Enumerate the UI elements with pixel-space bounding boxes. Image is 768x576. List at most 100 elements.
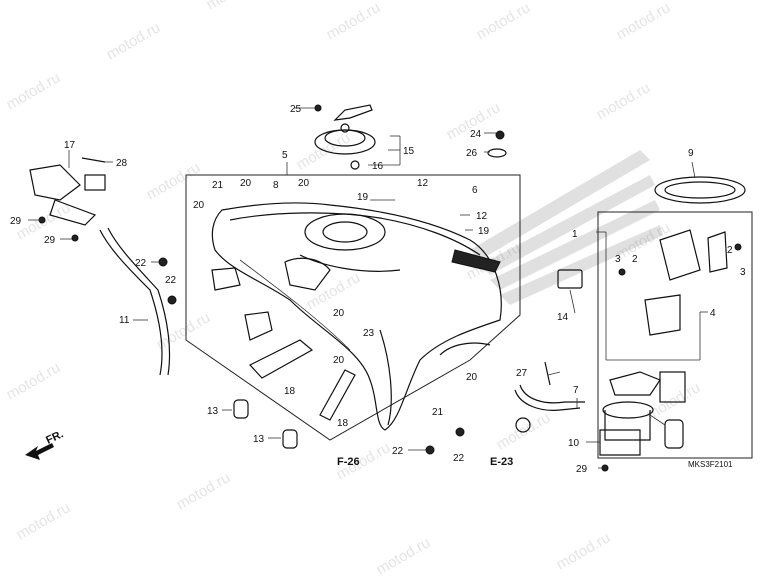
fuel-sensor-17 (29, 164, 106, 226)
callout-13: 13 (253, 434, 265, 445)
watermark-text: motod.ru (104, 19, 164, 63)
nut-22-c (425, 445, 435, 455)
callout-17: 17 (64, 140, 76, 151)
callout-20: 20 (333, 308, 345, 319)
callout-14: 14 (557, 312, 569, 323)
washer-16 (350, 160, 360, 170)
clip-27 (544, 361, 551, 386)
callout-9: 9 (688, 148, 694, 159)
callout-18: 18 (284, 386, 296, 397)
bolt-3-a (618, 268, 626, 276)
callout-19: 19 (357, 192, 369, 203)
watermark-text: motod.ru (554, 529, 614, 573)
breather-hose (99, 229, 163, 376)
clip-28 (81, 157, 106, 163)
callout-22: 22 (165, 275, 177, 286)
nut-22-b (167, 295, 177, 305)
pump-gasket (654, 176, 746, 204)
watermark-text: motod.ru (294, 129, 354, 173)
callout-8: 8 (273, 180, 279, 191)
mount-rubber (233, 399, 249, 419)
screw-29-c (601, 464, 609, 472)
watermark-text: motod.ru (4, 69, 64, 113)
watermark-text: motod.ru (4, 359, 64, 403)
callout-19: 19 (478, 226, 490, 237)
callout-13: 13 (207, 406, 219, 417)
screw-29-b (71, 234, 79, 242)
callout-1: 1 (572, 229, 578, 240)
diagram-code: MKS3F2101 (688, 460, 733, 469)
callout-20: 20 (466, 372, 478, 383)
reference-e23: E-23 (490, 456, 513, 468)
tank-assembly-frame (185, 174, 521, 441)
fuel-tank (211, 202, 502, 431)
callout-18: 18 (337, 418, 349, 429)
callout-27: 27 (516, 368, 528, 379)
leader-lines (28, 107, 708, 469)
callout-2: 2 (632, 254, 638, 265)
bolt-24 (495, 130, 505, 140)
front-arrow: FR. (25, 428, 65, 460)
callout-3: 3 (740, 267, 746, 278)
callout-21: 21 (432, 407, 444, 418)
callout-12: 12 (417, 178, 429, 189)
fuel-hose-fitting (515, 417, 531, 433)
callout-2: 2 (727, 245, 733, 256)
bracket-14 (557, 269, 583, 289)
callouts: 1 2 2 3 3 4 5 6 7 8 9 10 11 12 12 13 13 … (10, 104, 746, 475)
reference-f26: F-26 (337, 456, 360, 468)
callout-29: 29 (10, 216, 22, 227)
watermark-text: motod.ru (204, 0, 264, 13)
callout-22: 22 (135, 258, 147, 269)
callout-29: 29 (576, 464, 588, 475)
watermark-text: motod.ru (154, 309, 214, 353)
nut-22-d (455, 427, 465, 437)
watermark-text: motod.ru (324, 0, 384, 43)
callout-22: 22 (392, 446, 404, 457)
callout-29: 29 (44, 235, 56, 246)
callout-20: 20 (333, 355, 345, 366)
watermark-text: motod.ru (474, 0, 534, 43)
callout-15: 15 (403, 146, 415, 157)
tank-pad (249, 339, 314, 379)
fuel-hose (514, 389, 581, 411)
callout-7: 7 (573, 385, 579, 396)
fuel-hose-inner (519, 384, 585, 404)
callout-4: 4 (710, 308, 716, 319)
bolt-25 (314, 104, 322, 112)
watermark-text: motod.ru (304, 269, 364, 313)
callout-3: 3 (615, 254, 621, 265)
callout-23: 23 (363, 328, 375, 339)
callout-26: 26 (466, 148, 478, 159)
callout-16: 16 (372, 161, 384, 172)
callout-5: 5 (282, 150, 288, 161)
fuel-pump-assembly (599, 229, 728, 456)
callout-12: 12 (476, 211, 488, 222)
breather-hose-inner (107, 227, 171, 376)
watermark-text: motod.ru (174, 469, 234, 513)
watermark-text: motod.ru (144, 159, 204, 203)
callout-20: 20 (240, 178, 252, 189)
callout-20: 20 (298, 178, 310, 189)
callout-6: 6 (472, 185, 478, 196)
callout-25: 25 (290, 104, 302, 115)
tank-pad (319, 369, 356, 421)
washer-26 (487, 148, 507, 158)
filler-cap (314, 104, 376, 155)
fuel-pump-frame (597, 211, 753, 459)
wing-logo (470, 150, 663, 305)
watermark-text: motod.ru (374, 534, 434, 576)
callout-28: 28 (116, 158, 128, 169)
bolt-3-b (734, 243, 742, 251)
front-label: FR. (44, 428, 65, 446)
callout-11: 11 (119, 315, 130, 326)
callout-10: 10 (568, 438, 580, 449)
callout-22: 22 (453, 453, 465, 464)
watermark-text: motod.ru (594, 79, 654, 123)
watermark-text: motod.ru (614, 0, 674, 43)
watermark-text: motod.ru (14, 499, 74, 543)
callout-21: 21 (212, 180, 224, 191)
mount-rubber (282, 429, 298, 449)
watermark-text: motod.ru (494, 409, 554, 453)
